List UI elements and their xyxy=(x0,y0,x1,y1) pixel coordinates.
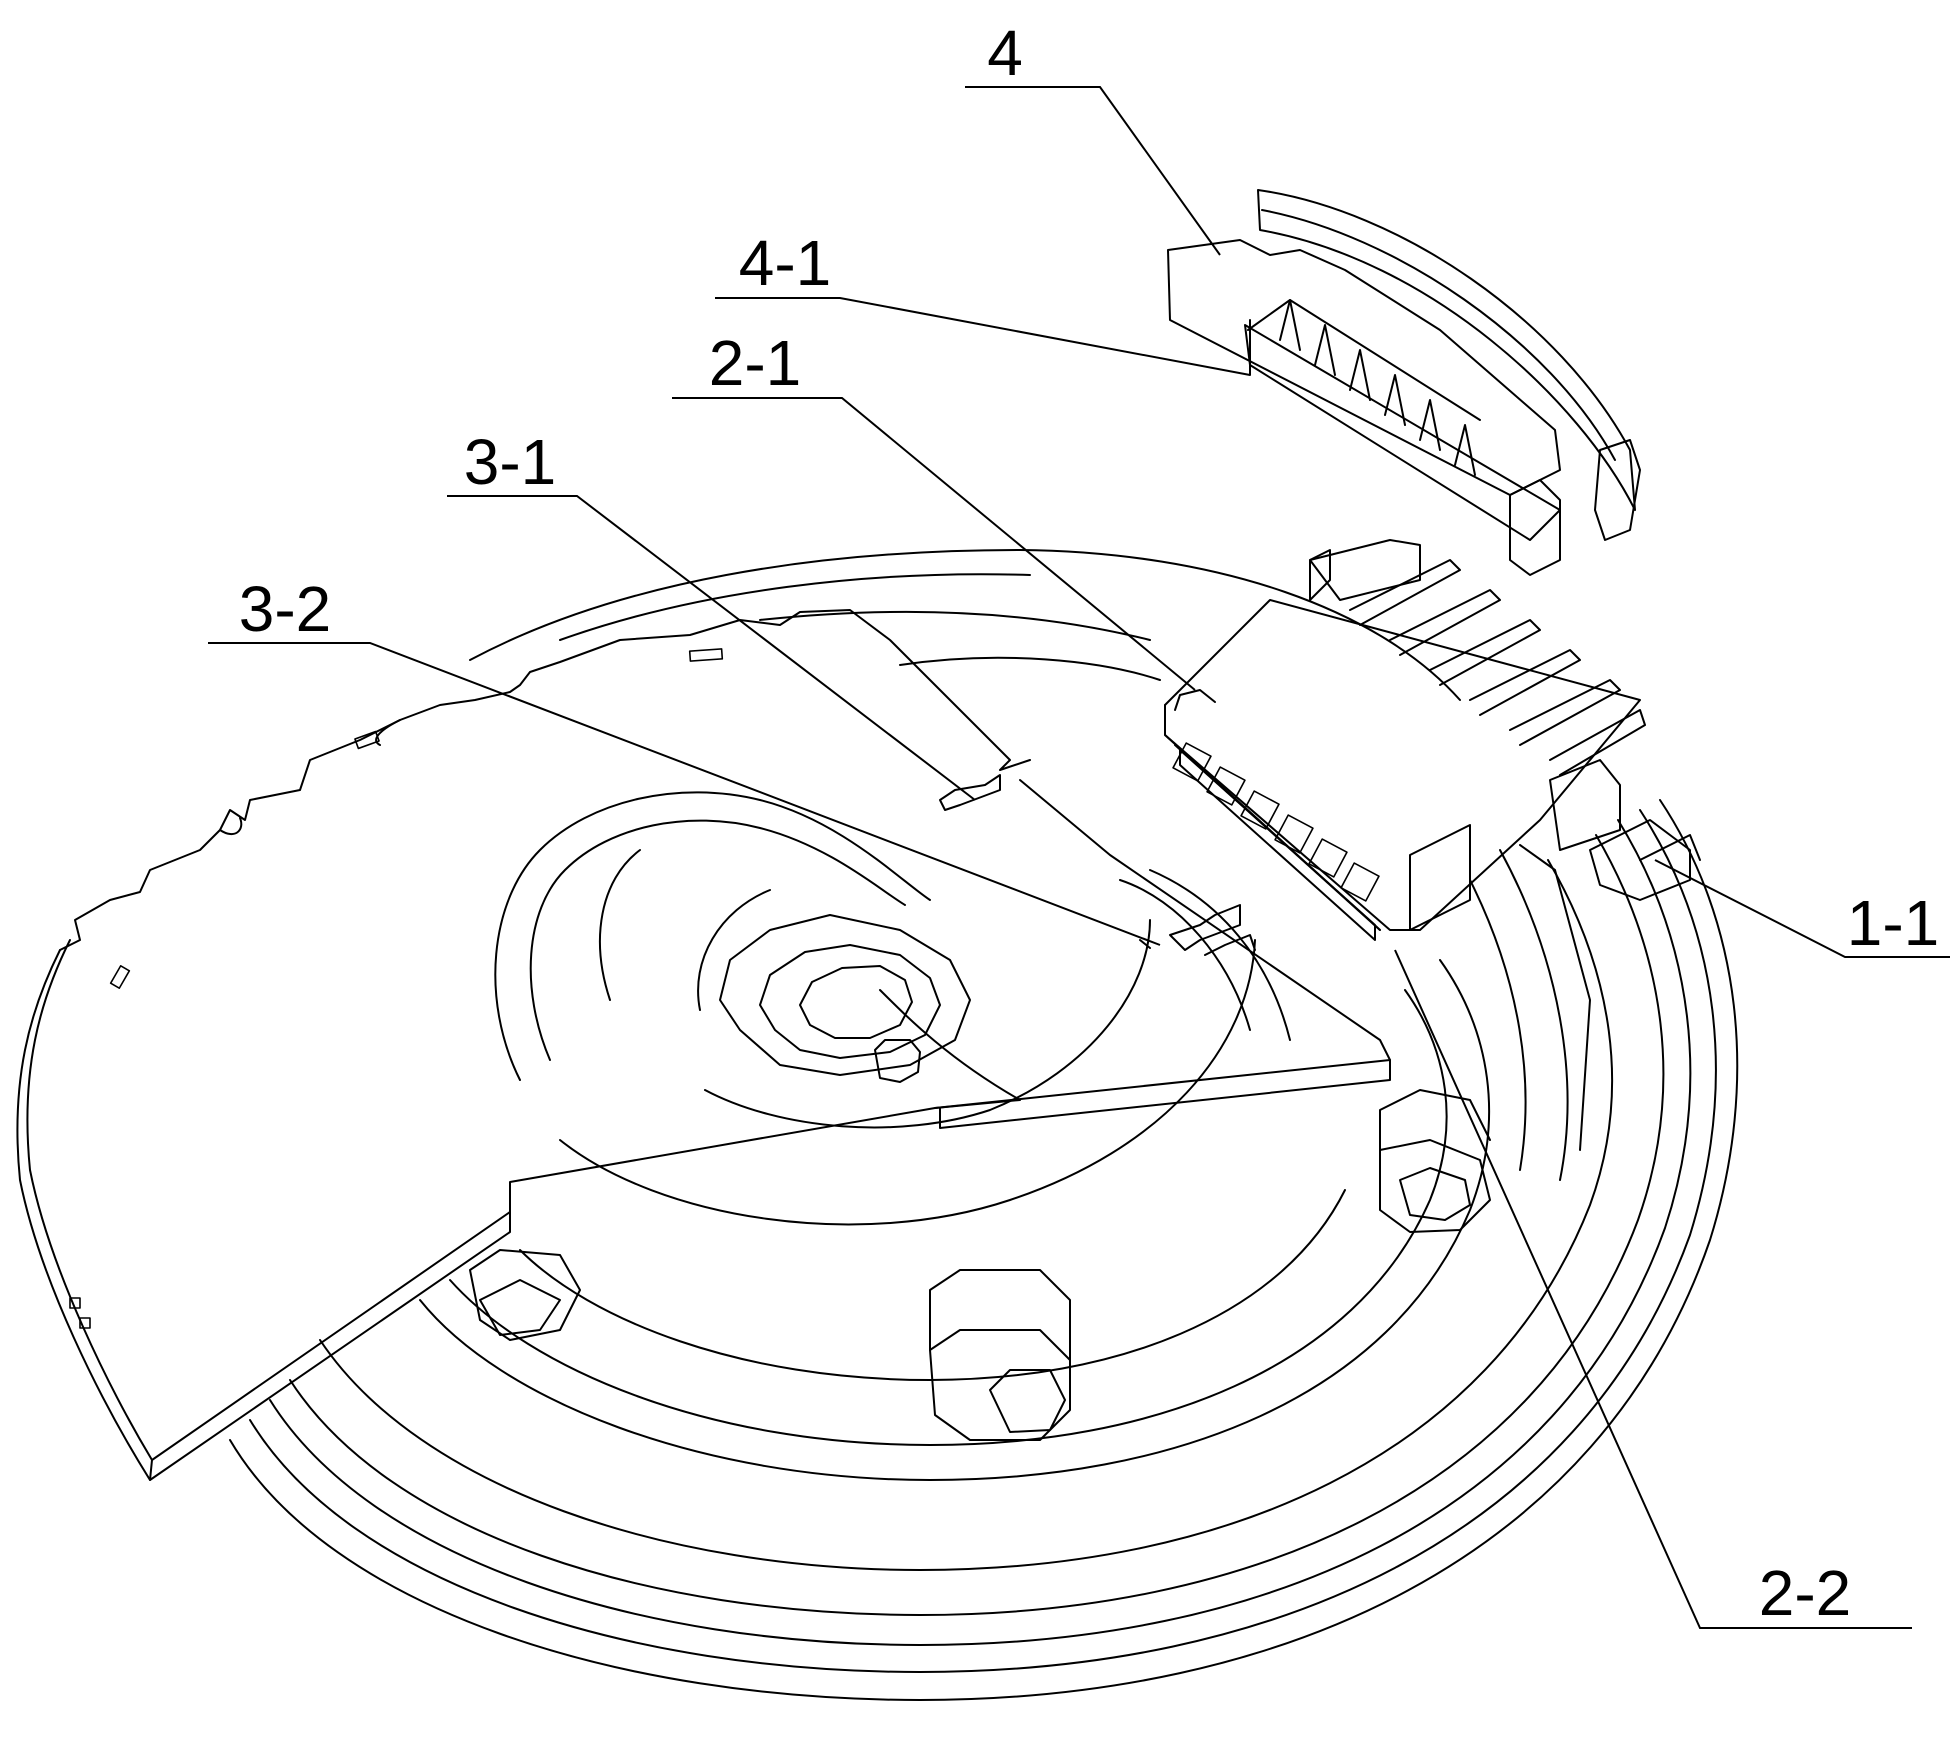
leader-2-1 xyxy=(672,397,1196,691)
leader-3-2 xyxy=(208,642,1161,946)
leader-1-1 xyxy=(1654,859,1950,958)
leader-lines xyxy=(208,86,1950,1629)
leader-4 xyxy=(965,86,1221,256)
callout-3-2: 3-2 xyxy=(239,573,332,645)
plug-connector xyxy=(1167,189,1641,576)
callout-labels: 4 4-1 2-1 3-1 3-2 1-1 2-2 xyxy=(239,17,1940,1629)
callout-3-1: 3-1 xyxy=(464,426,557,498)
callout-4: 4 xyxy=(987,17,1023,89)
leader-3-1 xyxy=(447,495,976,801)
callout-4-1: 4-1 xyxy=(739,227,832,299)
mounting-bosses xyxy=(469,1089,1491,1441)
callout-1-1: 1-1 xyxy=(1847,887,1940,959)
leader-2-2 xyxy=(1394,949,1912,1629)
callout-2-2: 2-2 xyxy=(1759,1557,1852,1629)
circuit-board xyxy=(16,609,1391,1481)
base-housing xyxy=(229,549,1739,1701)
inner-bowl xyxy=(494,791,1291,1226)
callout-2-1: 2-1 xyxy=(709,327,802,399)
leader-4-1 xyxy=(715,297,1251,376)
connector-block xyxy=(1164,539,1701,941)
